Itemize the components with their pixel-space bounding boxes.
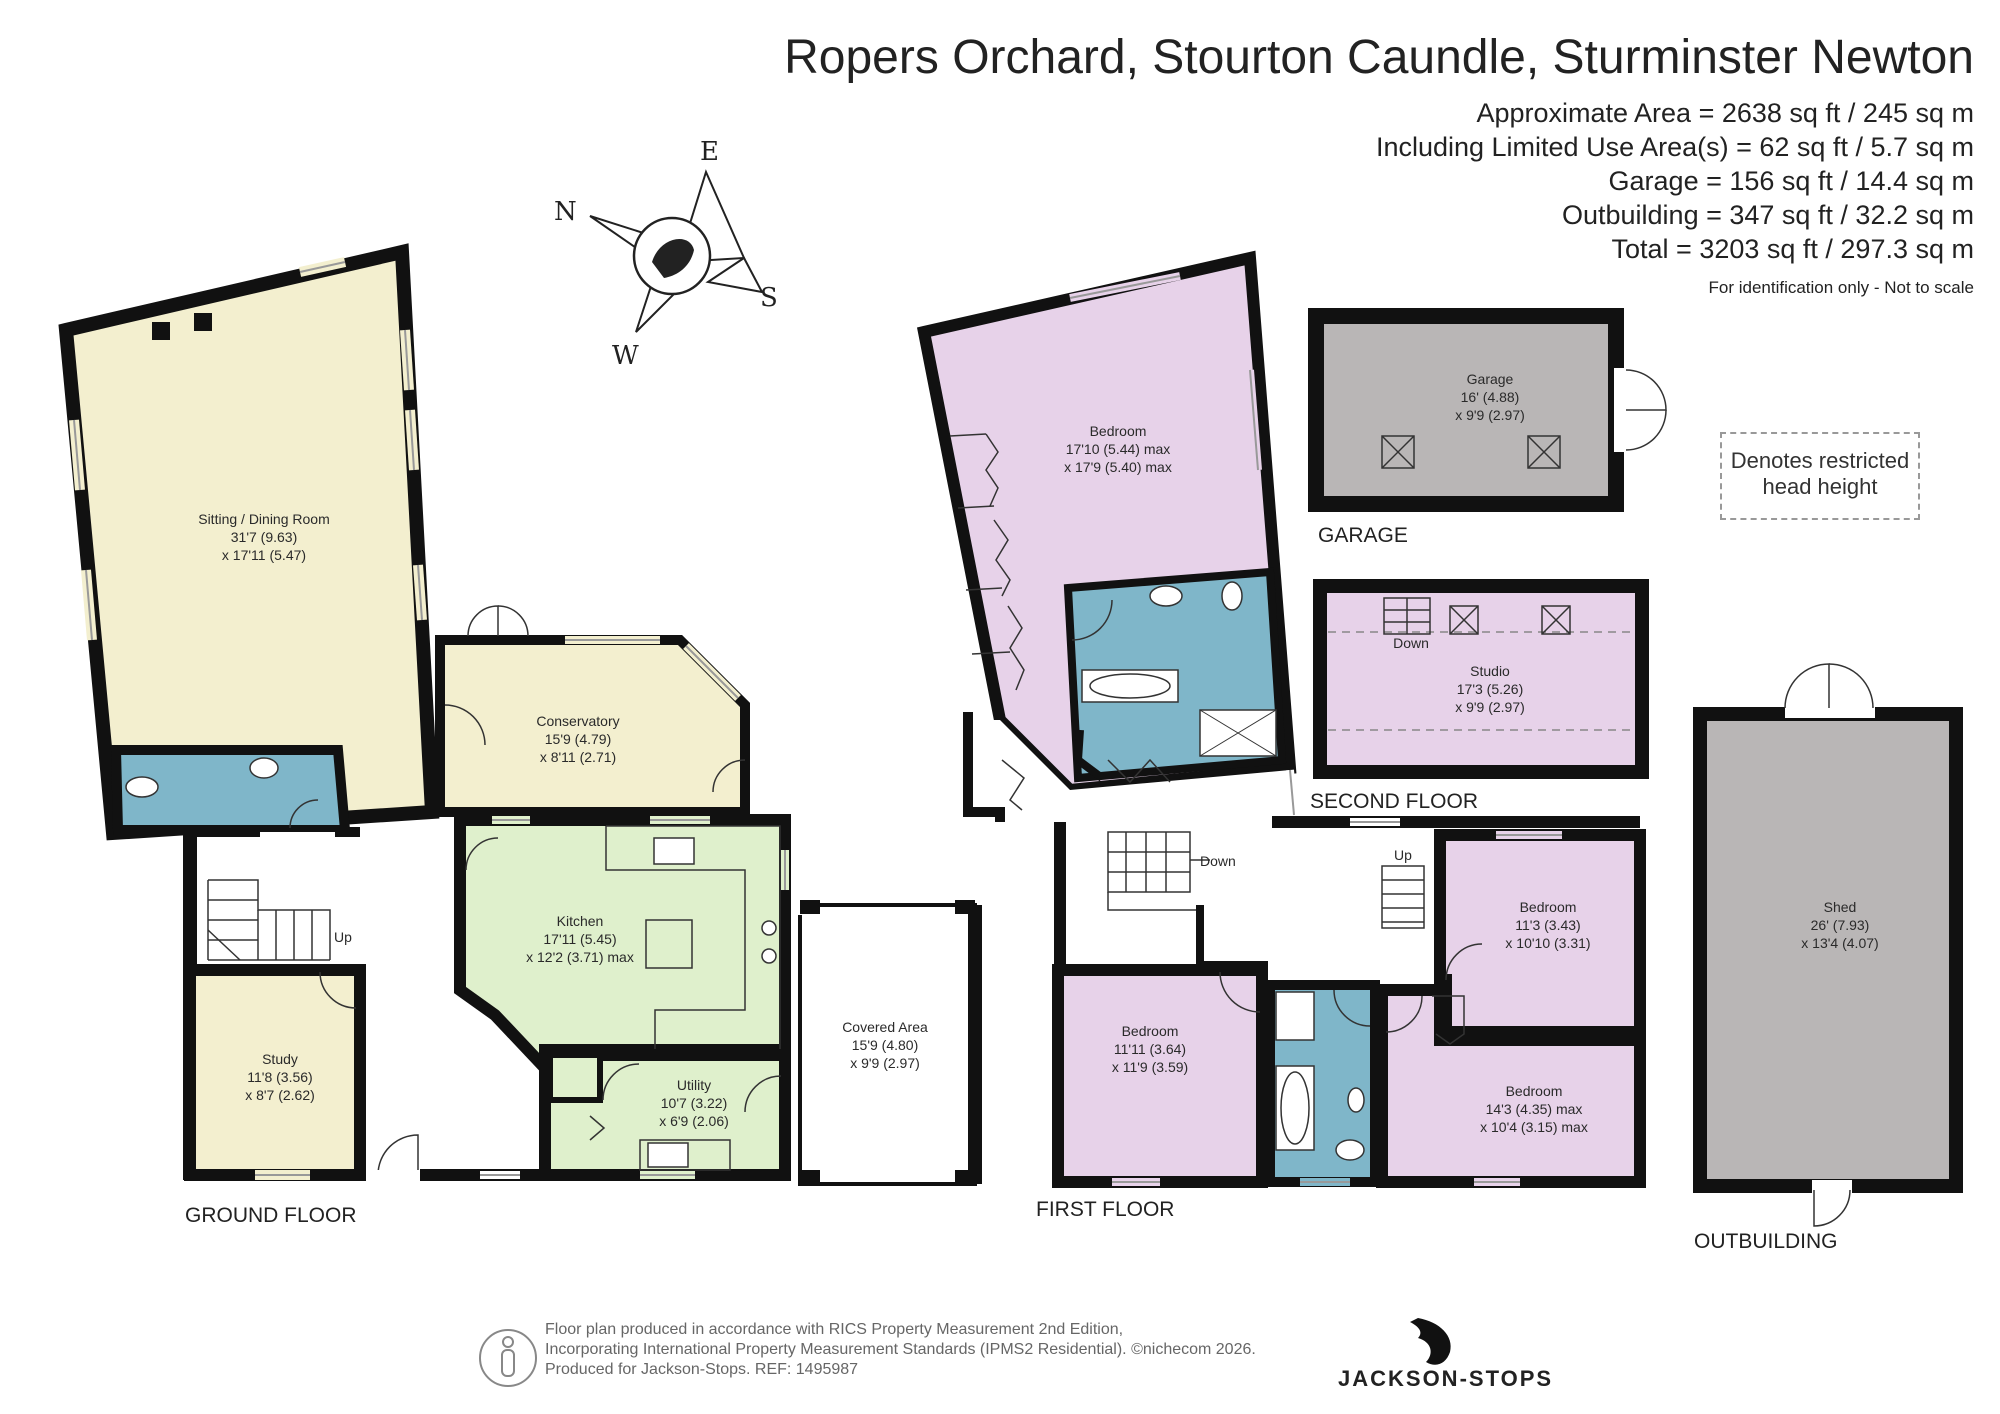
room-labels: Sitting / Dining Room 31'7 (9.63) x 17'1… [198, 371, 1878, 1135]
label-covered-name: Covered Area [842, 1019, 928, 1035]
sitting-dining-room [58, 243, 440, 841]
ground-staircase [207, 879, 331, 961]
label-bed1-d2: x 11'9 (3.59) [1112, 1059, 1188, 1075]
footer-line-1: Floor plan produced in accordance with R… [545, 1321, 1124, 1338]
label-bed2-name: Bedroom [1520, 899, 1577, 915]
label-conservatory-name: Conservatory [536, 713, 619, 729]
garage-plan [1308, 308, 1667, 512]
label-covered-d2: x 9'9 (2.97) [850, 1055, 920, 1071]
floor-label-second: SECOND FLOOR [1310, 790, 1478, 813]
utility-lobby [547, 1052, 603, 1103]
label-shed-d1: 26' (7.93) [1811, 917, 1870, 933]
label-utility-d1: 10'7 (3.22) [661, 1095, 728, 1111]
rics-icon [479, 1329, 537, 1387]
compass-north: N [554, 197, 577, 227]
label-shed-d2: x 13'4 (4.07) [1801, 935, 1878, 951]
label-studio-d1: 17'3 (5.26) [1457, 681, 1524, 697]
bedroom-first-2 [1434, 829, 1646, 1038]
label-studio-name: Studio [1470, 663, 1510, 679]
restricted-height-legend: Denotes restricted head height [1720, 432, 1920, 520]
label-sitting-name: Sitting / Dining Room [198, 511, 330, 527]
label-conservatory-d1: 15'9 (4.79) [545, 731, 612, 747]
area-limited-use: Including Limited Use Area(s) = 62 sq ft… [1375, 132, 1974, 162]
study [184, 964, 366, 1181]
label-bed2-d1: 11'3 (3.43) [1515, 917, 1580, 933]
page-title: Ropers Orchard, Stourton Caundle, Sturmi… [784, 31, 1974, 84]
floor-label-garage: GARAGE [1318, 524, 1408, 547]
shed-plan [1693, 663, 1963, 1227]
label-kitchen-d2: x 12'2 (3.71) max [526, 949, 634, 965]
label-utility-name: Utility [677, 1077, 711, 1093]
ground-floor [58, 243, 982, 1186]
stair-up-ground: Up [334, 929, 352, 945]
label-bed1-d1: 11'11 (3.64) [1114, 1041, 1186, 1057]
label-bed3-d2: x 10'4 (3.15) max [1480, 1119, 1588, 1135]
landing [965, 720, 1294, 965]
label-study-name: Study [262, 1051, 298, 1067]
label-covered-d1: 15'9 (4.80) [852, 1037, 919, 1053]
label-garage-d2: x 9'9 (2.97) [1455, 407, 1525, 423]
first-staircase-up [1381, 865, 1425, 929]
upper-floor [916, 250, 1646, 1188]
label-conservatory-d2: x 8'11 (2.71) [540, 749, 616, 765]
label-kitchen-d1: 17'11 (5.45) [543, 931, 616, 947]
area-garage: Garage = 156 sq ft / 14.4 sq m [1608, 166, 1974, 196]
first-staircase-down [1107, 831, 1210, 965]
footer-line-3: Produced for Jackson-Stops. REF: 1495987 [545, 1361, 859, 1378]
label-garage-name: Garage [1467, 371, 1514, 387]
label-bed3-d1: 14'3 (4.35) max [1486, 1101, 1583, 1117]
floor-label-ground: GROUND FLOOR [185, 1204, 357, 1227]
stair-down-first: Down [1200, 853, 1236, 869]
label-sitting-d1: 31'7 (9.63) [231, 529, 298, 545]
stair-labels: Up Down Up Down [334, 635, 1429, 945]
label-kitchen-name: Kitchen [557, 913, 604, 929]
utility [539, 1049, 791, 1181]
label-bed3-name: Bedroom [1506, 1083, 1563, 1099]
label-study-d2: x 8'7 (2.62) [245, 1087, 315, 1103]
label-master-d2: x 17'9 (5.40) max [1064, 459, 1172, 475]
studio-plan [1313, 579, 1649, 779]
bedroom-first-3 [1376, 984, 1646, 1188]
label-sitting-d2: x 17'11 (5.47) [222, 547, 306, 563]
label-shed-name: Shed [1824, 899, 1857, 915]
bedroom-first-1 [1052, 964, 1268, 1188]
label-bed2-d2: x 10'10 (3.31) [1505, 935, 1590, 951]
jackson-stops-logo-icon [1410, 1318, 1451, 1365]
area-outbuilding: Outbuilding = 347 sq ft / 32.2 sq m [1561, 200, 1974, 230]
label-master-name: Bedroom [1090, 423, 1147, 439]
label-studio-d2: x 9'9 (2.97) [1455, 699, 1525, 715]
floor-label-outbuilding: OUTBUILDING [1694, 1230, 1838, 1253]
label-utility-d2: x 6'9 (2.06) [659, 1113, 729, 1129]
compass: N E S W [554, 137, 778, 371]
kitchen [454, 814, 791, 1084]
floor-labels: GROUND FLOOR FIRST FLOOR SECOND FLOOR GA… [185, 524, 1838, 1253]
stair-down-studio: Down [1393, 635, 1429, 651]
label-bed1-name: Bedroom [1122, 1023, 1179, 1039]
covered-area [798, 900, 982, 1186]
footer-text: Floor plan produced in accordance with R… [545, 1320, 1256, 1380]
stair-up-first: Up [1394, 847, 1412, 863]
compass-west: W [612, 341, 639, 371]
compass-east: E [700, 137, 719, 167]
area-approximate: Approximate Area = 2638 sq ft / 245 sq m [1476, 98, 1974, 128]
floor-label-first: FIRST FLOOR [1036, 1198, 1174, 1221]
label-study-d1: 11'8 (3.56) [247, 1069, 312, 1085]
footer-line-2: Incorporating International Property Mea… [545, 1341, 1256, 1358]
identification-note: For identification only - Not to scale [1708, 278, 1974, 297]
compass-south: S [760, 283, 778, 313]
area-total: Total = 3203 sq ft / 297.3 sq m [1611, 234, 1974, 264]
label-garage-d1: 16' (4.88) [1461, 389, 1520, 405]
brand-name: JACKSON-STOPS [1338, 1366, 1554, 1391]
label-master-d1: 17'10 (5.44) max [1066, 441, 1171, 457]
